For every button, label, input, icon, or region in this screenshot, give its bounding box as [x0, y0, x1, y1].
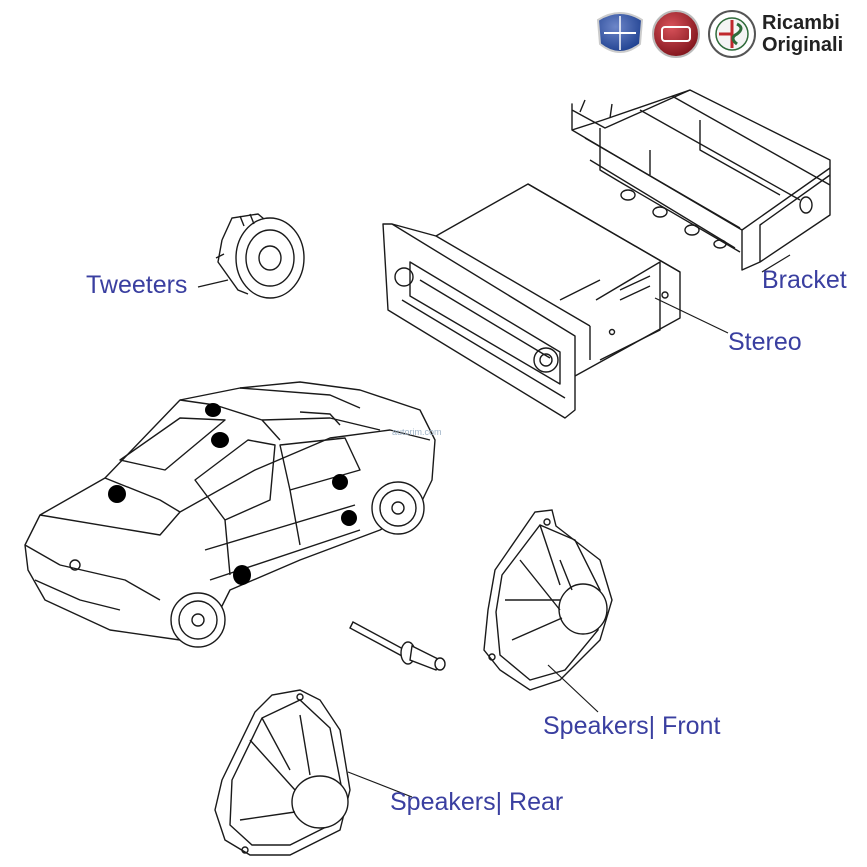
- speakers-rear-label: Speakers| Rear: [390, 788, 564, 816]
- front-speaker-part: [483, 509, 613, 691]
- fiat-badge-icon: [652, 10, 700, 58]
- bracket-leader: [761, 254, 791, 273]
- brand-line-1: Ricambi: [762, 12, 840, 34]
- leader-lines: [197, 254, 791, 798]
- watermark-text: autorim.com: [392, 427, 442, 437]
- brand-line-2: Originali: [762, 34, 844, 56]
- front-speaker-leader: [547, 664, 599, 713]
- lancia-badge-icon: [596, 12, 644, 53]
- stereo-label: Stereo: [728, 328, 802, 356]
- tweeters-leader: [197, 279, 229, 288]
- bracket-part: [571, 89, 831, 271]
- stereo-part: [382, 183, 681, 419]
- car-speaker-locations: [108, 403, 357, 585]
- brand-wordmark: Ricambi Originali: [762, 12, 843, 56]
- bracket-label: Bracket: [762, 266, 847, 294]
- stereo-leader: [654, 297, 729, 334]
- tweeters-label: Tweeters: [86, 271, 188, 299]
- rear-speaker-leader: [347, 771, 413, 798]
- alfa-romeo-badge-icon: [708, 10, 756, 58]
- rear-speaker-part: [214, 689, 351, 856]
- car-illustration: [24, 381, 436, 648]
- speakers-front-label: Speakers| Front: [543, 712, 721, 740]
- tweeter-part: [215, 213, 305, 299]
- rivet-part: [349, 621, 446, 671]
